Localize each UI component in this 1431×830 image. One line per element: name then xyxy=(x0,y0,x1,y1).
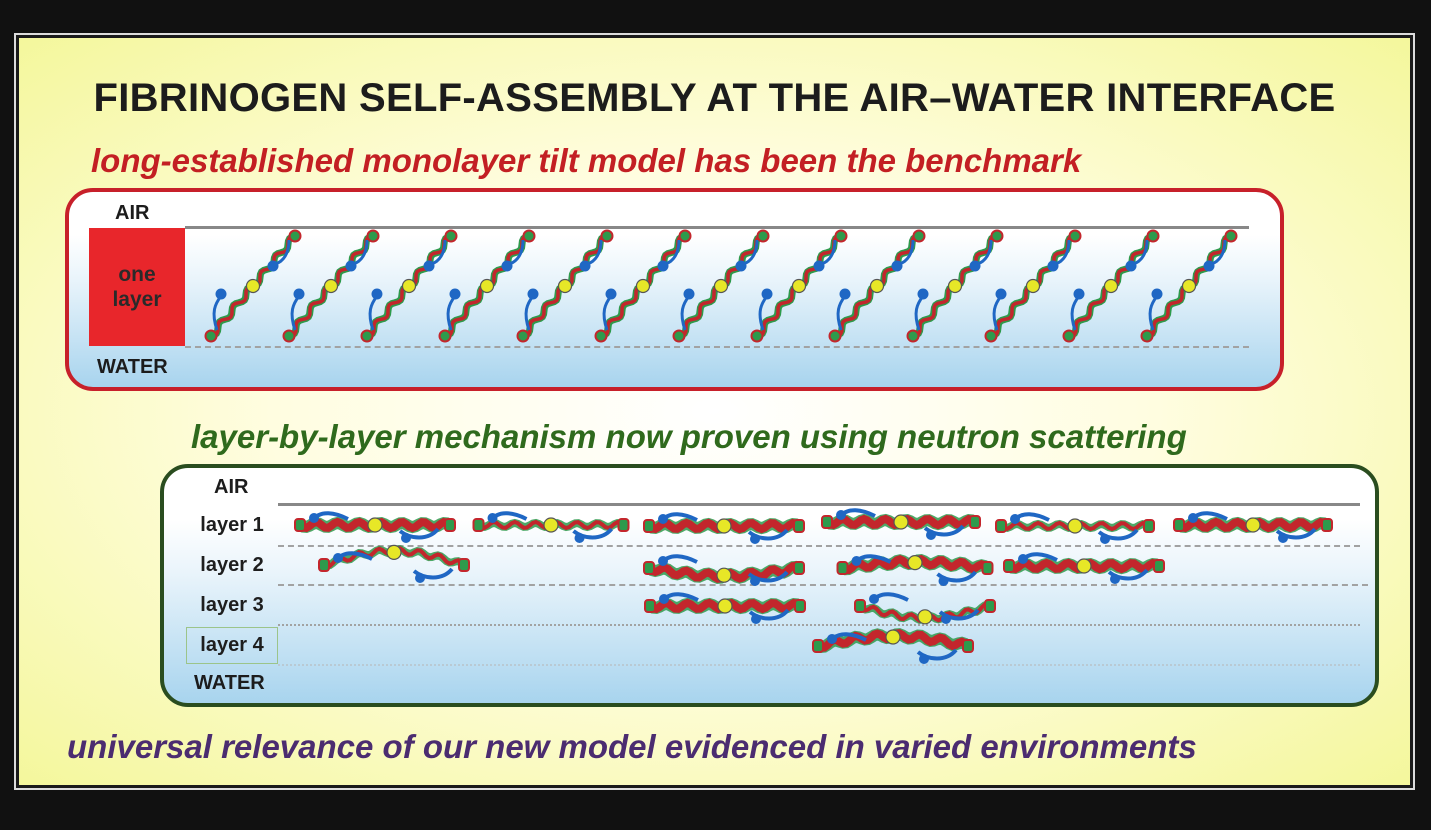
subtitle-monolayer-model: long-established monolayer tilt model ha… xyxy=(91,142,1082,179)
layer-boundary-line xyxy=(278,584,1368,586)
fibrinogen-molecule xyxy=(204,229,302,343)
subtitle-layer-by-layer: layer-by-layer mechanism now proven usin… xyxy=(191,418,1187,455)
layer-3-box: layer 3 xyxy=(200,594,264,616)
fibrinogen-molecule xyxy=(984,229,1082,343)
fibrinogen-molecule xyxy=(360,229,458,343)
one-layer-box: one layer xyxy=(89,228,185,346)
fibrinogen-molecule xyxy=(516,229,614,343)
water-label: WATER xyxy=(194,672,265,694)
layer-boundary-line xyxy=(278,545,1360,547)
fibrinogen-molecule xyxy=(672,229,770,343)
fibrinogen-molecule xyxy=(906,229,1004,343)
layered-molecules xyxy=(294,508,1333,664)
poster: FIBRINOGEN SELF-ASSEMBLY AT THE AIR–WATE… xyxy=(16,35,1413,788)
layer-1-box: layer 1 xyxy=(200,514,264,536)
layer-boundary-line xyxy=(185,346,1249,348)
fibrinogen-molecule xyxy=(294,511,456,543)
fibrinogen-molecule xyxy=(995,512,1155,544)
water-label: WATER xyxy=(97,356,168,378)
fibrinogen-molecule xyxy=(282,229,380,343)
layer-boundary-line xyxy=(278,664,1360,666)
fibrinogen-molecule xyxy=(318,544,470,583)
fibrinogen-molecule xyxy=(1140,229,1238,343)
fibrinogen-molecule xyxy=(821,508,981,540)
fibrinogen-molecule xyxy=(594,229,692,343)
fibrinogen-molecule xyxy=(472,511,630,543)
fibrinogen-molecule xyxy=(644,592,806,624)
fibrinogen-molecule xyxy=(1173,511,1333,543)
fibrinogen-molecule xyxy=(836,553,994,586)
layer-boundary-line xyxy=(278,624,1360,626)
layer-2-box: layer 2 xyxy=(200,554,264,576)
air-label: AIR xyxy=(214,476,249,498)
monolayer-panel: AIR one layer WATER xyxy=(65,188,1284,391)
fibrinogen-molecule xyxy=(1003,552,1165,584)
fibrinogen-molecule xyxy=(812,628,974,664)
subtitle-universal-relevance: universal relevance of our new model evi… xyxy=(67,728,1197,765)
fibrinogen-molecule xyxy=(854,592,996,625)
fibrinogen-molecule xyxy=(828,229,926,343)
air-surface-line xyxy=(278,503,1360,506)
air-surface-line xyxy=(185,226,1249,229)
fibrinogen-molecule xyxy=(750,229,848,343)
air-label: AIR xyxy=(115,202,150,224)
fibrinogen-molecule xyxy=(1062,229,1160,343)
poster-title: FIBRINOGEN SELF-ASSEMBLY AT THE AIR–WATE… xyxy=(93,76,1336,120)
layer-by-layer-panel: AIR layer 1 layer 2 layer 3 layer 4 WATE… xyxy=(160,464,1379,707)
tilted-molecules xyxy=(204,229,1238,343)
fibrinogen-molecule xyxy=(643,554,805,586)
fibrinogen-molecule xyxy=(438,229,536,343)
layer-4-box: layer 4 xyxy=(186,627,278,664)
fibrinogen-molecule xyxy=(643,512,805,544)
